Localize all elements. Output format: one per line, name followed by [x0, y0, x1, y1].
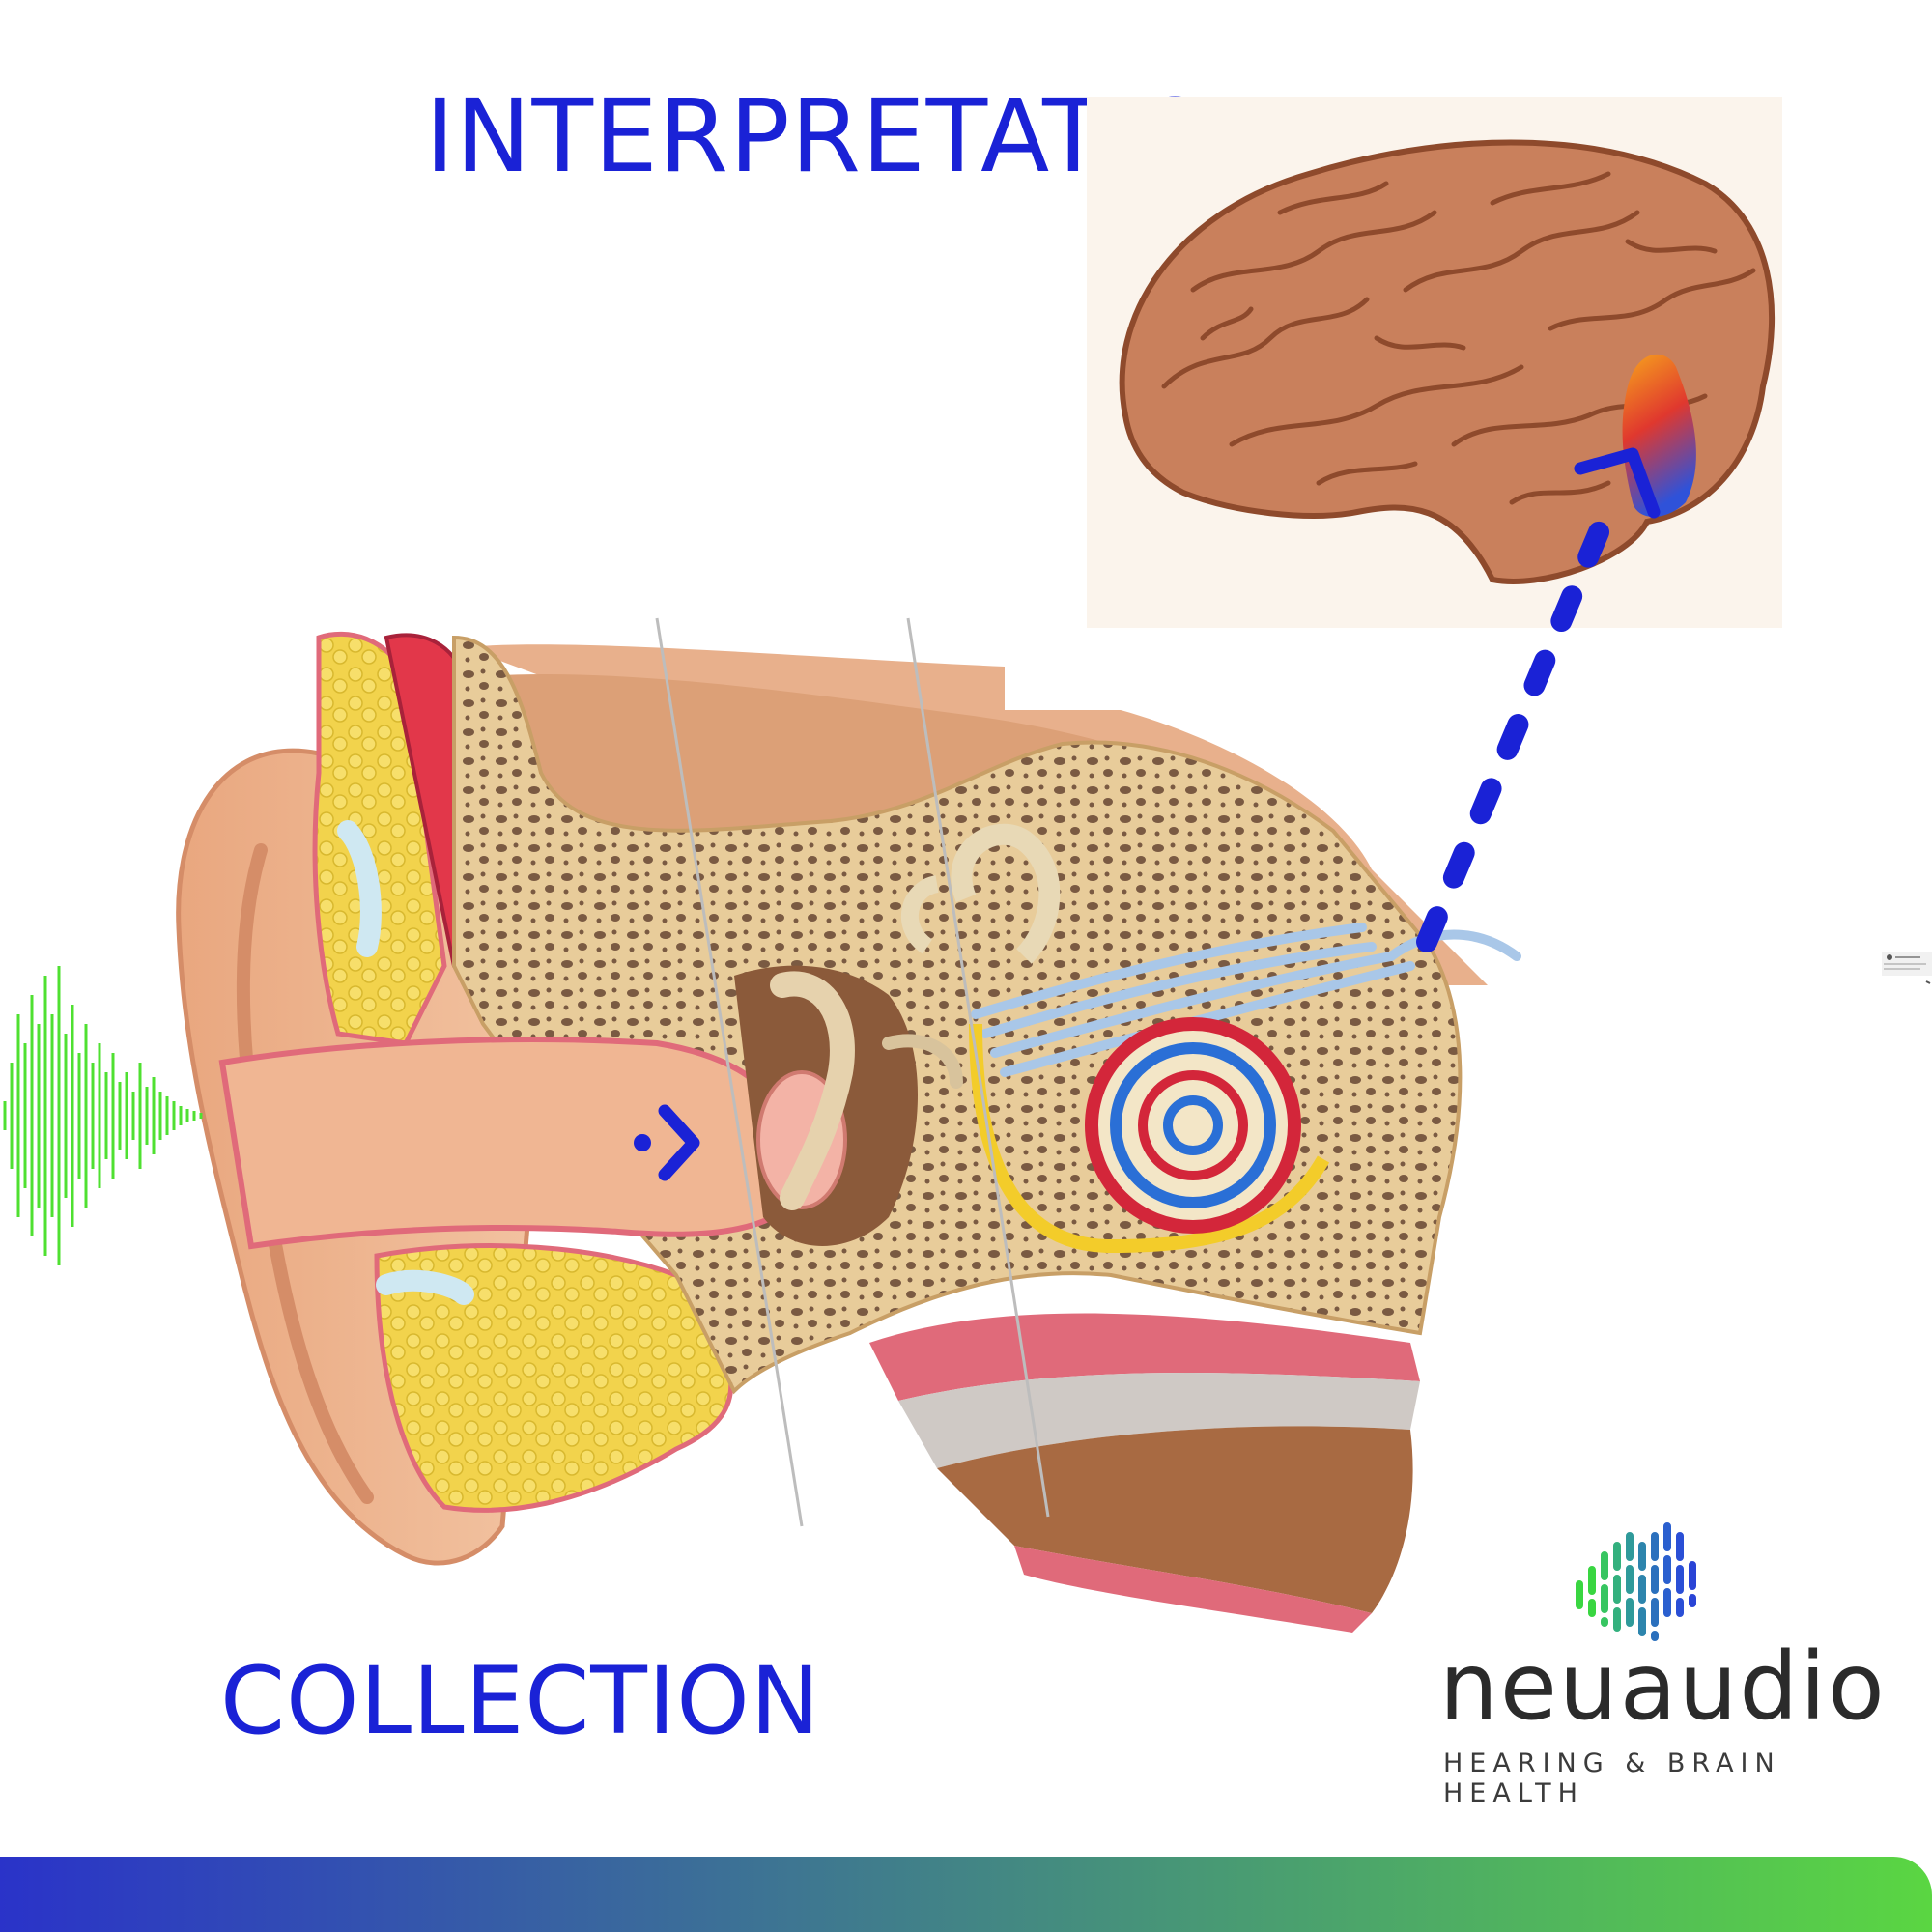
thumbnail-fragment	[1882, 952, 1932, 984]
collection-label: COLLECTION	[220, 1647, 821, 1755]
brain-illustration	[1087, 97, 1782, 628]
logo-word-audio: audio	[1619, 1633, 1887, 1741]
logo-word-neu: neu	[1439, 1633, 1620, 1741]
audio-bars-icon	[1576, 1522, 1696, 1646]
bottom-gradient-bar	[0, 1857, 1932, 1932]
logo-wordmark: neuaudio	[1439, 1633, 1887, 1741]
ear-cross-section-illustration	[176, 617, 1521, 1633]
logo-tagline: HEARING & BRAIN HEALTH	[1443, 1748, 1781, 1808]
sound-wave-icon	[3, 966, 203, 1265]
